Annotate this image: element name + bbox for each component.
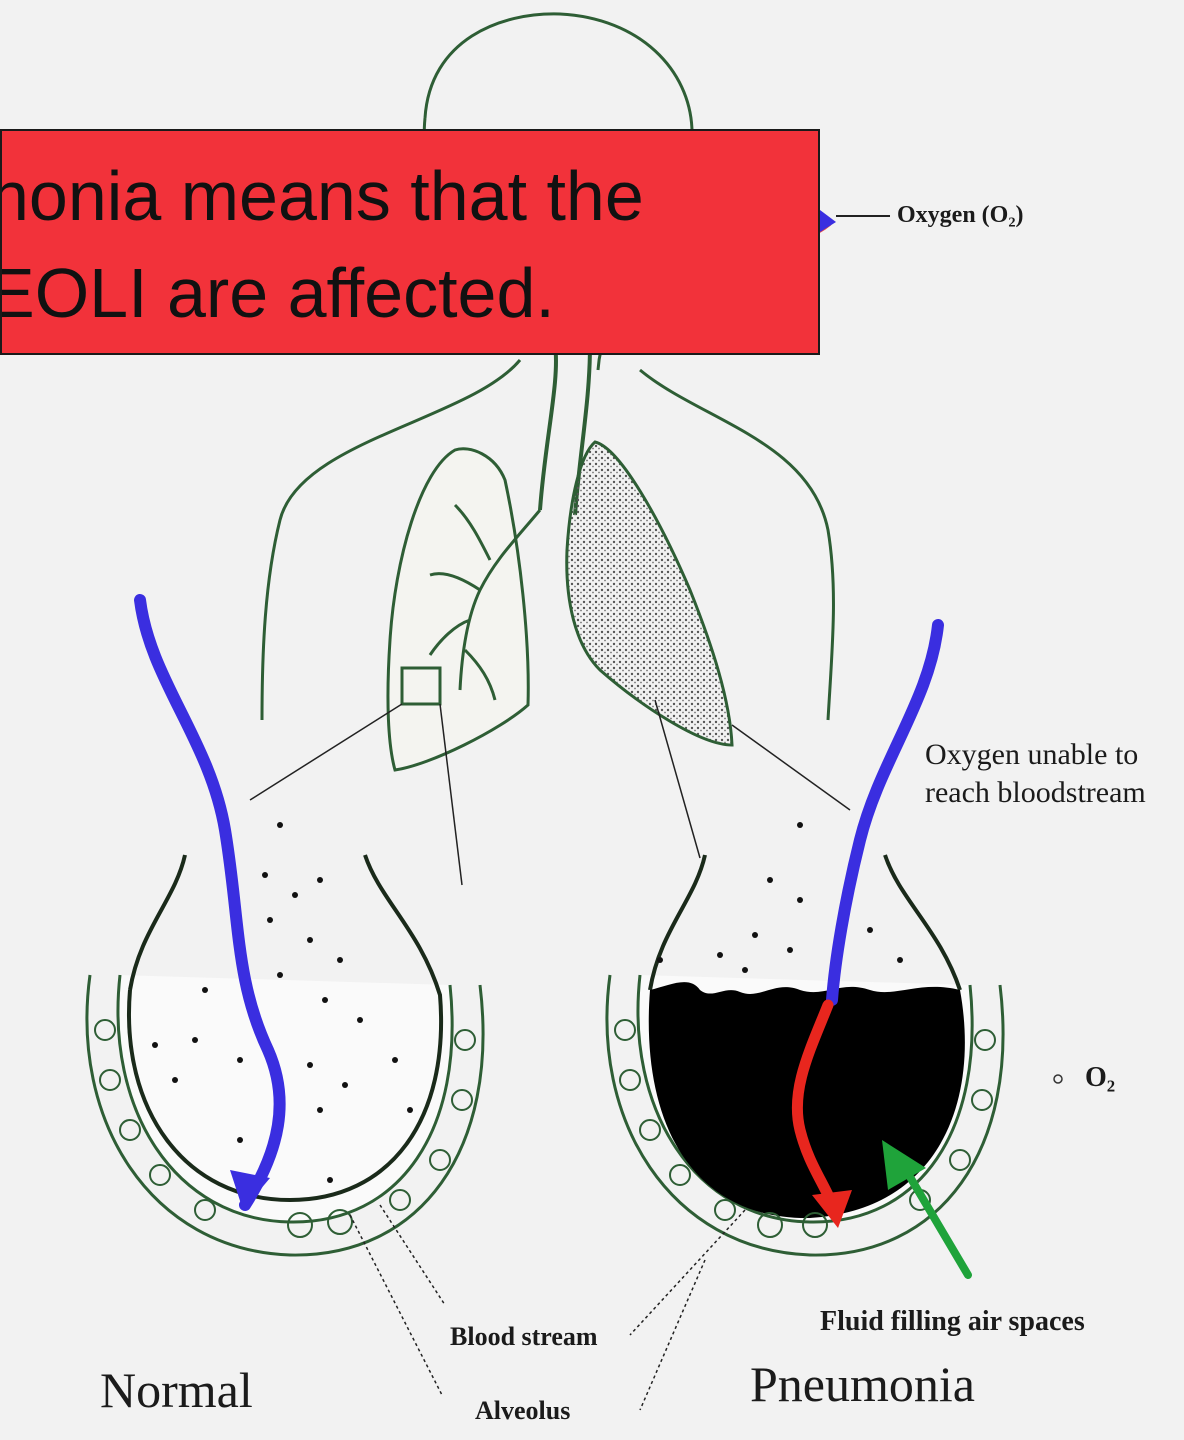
oxygen-unable-label-line2: reach bloodstream — [925, 776, 1146, 811]
oxygen-top-label: Oxygen (O₂) — [897, 202, 1024, 230]
oxygen-unable-label-line1: Oxygen unable to — [925, 738, 1138, 773]
fluid-indicator-arrow — [900, 1160, 968, 1275]
alveolus-label: Alveolus — [475, 1396, 570, 1426]
blood-stream-label: Blood stream — [450, 1322, 598, 1352]
definition-banner: nonia means that the EOLI are affected. — [0, 129, 820, 355]
connector-lines — [250, 700, 850, 885]
label-pointer-lines — [350, 1205, 745, 1410]
o2-legend-label: O₂ — [1085, 1062, 1115, 1094]
fluid-label: Fluid filling air spaces — [820, 1306, 1085, 1338]
pneumonia-alveolus — [607, 625, 1003, 1275]
banner-line-2: EOLI are affected. — [0, 258, 555, 328]
left-lung — [388, 449, 540, 770]
banner-line-1: nonia means that the — [0, 161, 644, 231]
normal-label: Normal — [100, 1362, 253, 1420]
pneumonia-oxygen-particles — [657, 822, 903, 973]
human-figure-outline — [262, 14, 833, 720]
pneumonia-label: Pneumonia — [750, 1356, 975, 1414]
right-lung-infected — [567, 442, 732, 745]
o2-legend-marker — [1054, 1075, 1062, 1083]
blocked-oxygen-path — [832, 625, 938, 1000]
